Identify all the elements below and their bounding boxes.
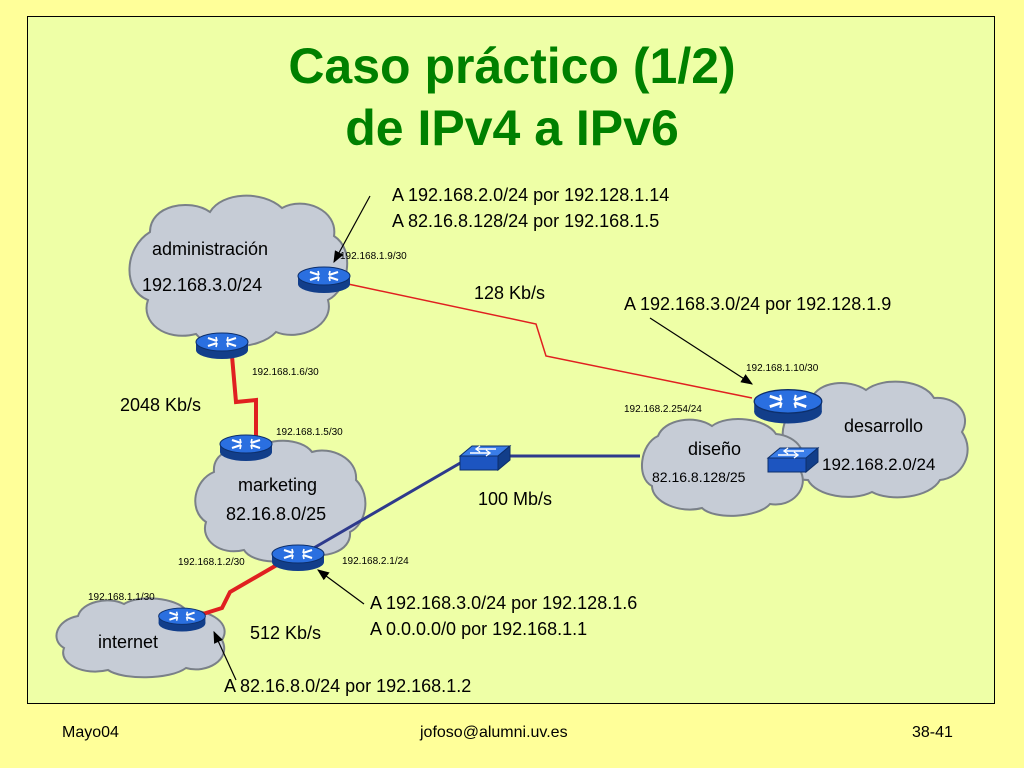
route-internet-1: A 82.16.8.0/24 por 192.168.1.2 bbox=[224, 676, 472, 696]
link-speed-marketing-internet: 512 Kb/s bbox=[250, 623, 322, 643]
iface-admin-wan: 192.168.1.9/30 bbox=[340, 251, 407, 262]
switch-diseno-link-icon[interactable] bbox=[459, 445, 511, 471]
route-marketing-2: A 0.0.0.0/0 por 192.168.1.1 bbox=[370, 619, 588, 639]
router-marketing-bottom-icon[interactable] bbox=[270, 543, 326, 573]
network-prefix-diseno: 82.16.8.128/25 bbox=[652, 469, 746, 485]
iface-admin-lan: 192.168.1.6/30 bbox=[252, 367, 319, 378]
footer-page-number: 38-41 bbox=[912, 724, 953, 741]
iface-internet: 192.168.1.1/30 bbox=[88, 592, 155, 603]
router-admin-wan-icon[interactable] bbox=[296, 265, 352, 295]
footer-email: jofoso@alumni.uv.es bbox=[420, 724, 568, 741]
link-marketing-internet bbox=[189, 560, 283, 620]
route-marketing-1: A 192.168.3.0/24 por 192.128.1.6 bbox=[370, 593, 638, 613]
link-speed-admin-desarrollo: 128 Kb/s bbox=[474, 283, 546, 303]
network-name-marketing: marketing bbox=[238, 475, 318, 495]
link-speed-admin-marketing: 2048 Kb/s bbox=[120, 395, 202, 415]
network-prefix-administracion: 192.168.3.0/24 bbox=[142, 275, 263, 295]
route-admin-2: A 82.16.8.128/24 por 192.168.1.5 bbox=[392, 211, 660, 231]
network-name-internet: internet bbox=[98, 632, 159, 652]
callout-arrow-marketing bbox=[317, 569, 365, 605]
cloud-diseno bbox=[640, 418, 805, 517]
router-marketing-top-icon[interactable] bbox=[218, 433, 274, 463]
cloud-administracion bbox=[128, 194, 349, 348]
link-marketing-diseno bbox=[299, 454, 640, 558]
slide-title-line2: de IPv4 a IPv6 bbox=[345, 100, 679, 156]
network-name-administracion: administración bbox=[152, 239, 269, 259]
network-prefix-desarrollo: 192.168.2.0/24 bbox=[822, 455, 936, 474]
route-desarrollo-1: A 192.168.3.0/24 por 192.128.1.9 bbox=[624, 294, 892, 314]
network-name-diseno: diseño bbox=[688, 439, 742, 459]
callout-arrow-desarrollo bbox=[649, 317, 754, 385]
router-internet-icon[interactable] bbox=[157, 607, 207, 633]
iface-desarrollo-lan: 192.168.2.254/24 bbox=[624, 404, 702, 415]
link-admin-desarrollo bbox=[347, 283, 753, 399]
callout-arrow-admin bbox=[333, 195, 371, 264]
slide-title-line1: Caso práctico (1/2) bbox=[288, 38, 736, 94]
slide-frame bbox=[27, 16, 995, 704]
router-admin-lan-icon[interactable] bbox=[194, 331, 250, 361]
router-desarrollo-icon[interactable] bbox=[752, 388, 824, 425]
switch-desarrollo-icon[interactable] bbox=[767, 447, 819, 473]
iface-marketing-wan: 192.168.1.2/30 bbox=[178, 557, 245, 568]
iface-marketing-top: 192.168.1.5/30 bbox=[276, 427, 343, 438]
iface-desarrollo-wan: 192.168.1.10/30 bbox=[746, 363, 819, 374]
callout-arrow-internet bbox=[213, 630, 237, 681]
footer-date: Mayo04 bbox=[62, 724, 119, 741]
route-admin-1: A 192.168.2.0/24 por 192.128.1.14 bbox=[392, 185, 670, 205]
iface-marketing-eth: 192.168.2.1/24 bbox=[342, 556, 409, 567]
network-name-desarrollo: desarrollo bbox=[844, 416, 924, 436]
link-admin-marketing bbox=[230, 355, 258, 440]
link-speed-marketing-diseno: 100 Mb/s bbox=[478, 489, 553, 509]
cloud-marketing bbox=[194, 439, 367, 563]
network-prefix-marketing: 82.16.8.0/25 bbox=[226, 504, 327, 524]
